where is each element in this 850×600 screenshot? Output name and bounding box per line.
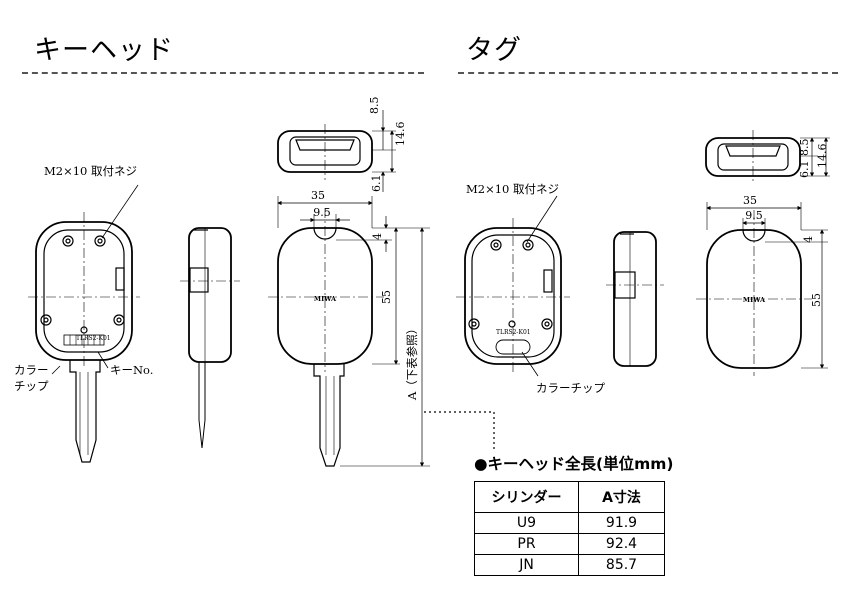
keyhead-top-dim-1: 8.5 bbox=[368, 97, 381, 115]
tag-top-dim-2: 8.5 bbox=[798, 139, 811, 157]
tag-screw-label: M2×10 取付ネジ bbox=[466, 182, 559, 196]
tag-title-divider bbox=[458, 72, 838, 74]
keyhead-top-dim-3: 6.1 bbox=[370, 175, 383, 193]
keyhead-front-view bbox=[268, 196, 495, 467]
table-header-row: シリンダー A寸法 bbox=[474, 481, 665, 513]
column-header-cylinder: シリンダー bbox=[474, 481, 579, 513]
tag-top-dim-3: 14.6 bbox=[816, 144, 829, 169]
keyhead-model-number: TLRS2-K01 bbox=[76, 335, 111, 342]
tag-back-view bbox=[456, 195, 570, 377]
dimension-table: シリンダー A寸法 U9 91.9 PR 92.4 JN 85.7 bbox=[474, 481, 665, 576]
tag-model-number: TLRS2-K01 bbox=[496, 329, 531, 336]
keyhead-width-dim: 35 bbox=[311, 189, 325, 202]
tag-inner-dim: 9.5 bbox=[745, 209, 763, 222]
color-chip-label-line1: カラー bbox=[14, 363, 49, 377]
tag-color-chip-label: カラーチップ bbox=[536, 381, 605, 395]
table-row: PR 92.4 bbox=[474, 533, 665, 555]
keyhead-top-dim-2: 14.6 bbox=[394, 122, 407, 147]
tag-front-view bbox=[696, 202, 828, 376]
cylinder-cell: JN bbox=[474, 554, 579, 576]
tag-top-view bbox=[705, 130, 830, 184]
a-dimension-cell: 85.7 bbox=[578, 554, 665, 576]
keyhead-screw-label: M2×10 取付ネジ bbox=[44, 164, 137, 178]
tag-section-title: タグ bbox=[466, 35, 522, 66]
color-chip-label-line2: チップ bbox=[14, 379, 49, 393]
a-dimension-cell: 91.9 bbox=[578, 512, 665, 534]
tag-brand-logo: MIWA bbox=[743, 296, 766, 304]
tag-top-dim-1: 6.1 bbox=[798, 161, 811, 179]
keyhead-brand-logo: MIWA bbox=[314, 295, 337, 303]
keyhead-back-view bbox=[28, 184, 140, 463]
tag-top-offset-dim: 4 bbox=[802, 236, 815, 243]
tag-height-dim: 55 bbox=[810, 293, 823, 307]
keyhead-section-title: キーヘッド bbox=[34, 35, 174, 66]
table-row: U9 91.9 bbox=[474, 512, 665, 534]
dimension-table-title: ●キーヘッド全長(単位mm) bbox=[474, 455, 674, 473]
keyhead-side-view bbox=[180, 227, 240, 449]
a-reference-label: A（下表参照） bbox=[405, 323, 419, 401]
keyhead-height-dim: 55 bbox=[380, 290, 393, 304]
cylinder-cell: PR bbox=[474, 533, 579, 555]
table-row: JN 85.7 bbox=[474, 554, 665, 576]
keyhead-inner-dim: 9.5 bbox=[313, 206, 331, 219]
tag-width-dim: 35 bbox=[743, 194, 757, 207]
a-dimension-cell: 92.4 bbox=[578, 533, 665, 555]
key-number-label: キーNo. bbox=[110, 363, 153, 377]
keyhead-top-view bbox=[277, 110, 396, 192]
keyhead-top-offset-dim: 4 bbox=[371, 233, 384, 240]
keyhead-title-divider bbox=[22, 72, 424, 74]
tag-side-view bbox=[606, 231, 664, 367]
cylinder-cell: U9 bbox=[474, 512, 579, 534]
column-header-a-dimension: A寸法 bbox=[578, 481, 665, 513]
